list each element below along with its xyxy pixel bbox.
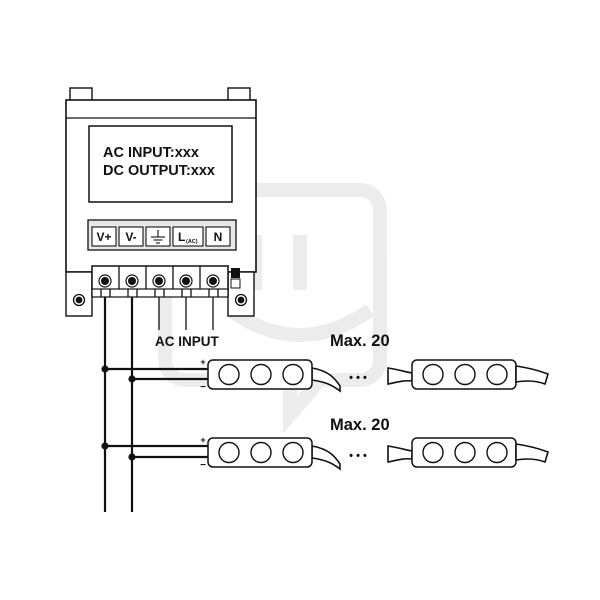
junction-dot [101,442,109,450]
dc-output-spec: DC OUTPUT:xxx [103,163,215,179]
string-1-plus-symbol: + [200,357,205,367]
string-2-plus-symbol: + [200,435,205,445]
string-1-ellipsis: • • • [349,372,367,384]
string-2-max-label: Max. 20 [330,416,390,434]
led-string-1: + − • • • Max. 20 [200,332,549,393]
string-1-max-label: Max. 20 [330,332,390,350]
terminal-screw-ground [152,274,166,288]
junction-dot [101,365,109,373]
ac-input-wires [158,297,214,330]
junction-dot [128,453,136,461]
string-1-minus-symbol: − [200,382,206,393]
terminal-screw-v-plus [98,274,112,288]
dc-output-bus [101,297,210,512]
terminal-screw-neutral [206,274,220,288]
ground-symbol-icon [151,230,165,244]
terminal-v-minus-label: V- [125,230,136,244]
terminal-neutral-label: N [214,230,223,244]
ac-input-caption: AC INPUT [155,334,220,349]
terminal-live-label: L [178,230,185,244]
terminal-v-plus-label: V+ [96,230,111,244]
ac-input-spec: AC INPUT:xxx [103,145,199,161]
string-2-minus-symbol: − [200,460,206,471]
led-string-2: + − • • • Max. 20 [200,416,549,471]
adjust-pot [231,268,240,278]
power-supply: AC INPUT:xxx DC OUTPUT:xxx V+ V- L (AC) … [65,87,257,317]
terminal-live-sub-label: (AC) [186,239,198,245]
string-2-ellipsis: • • • [349,450,367,462]
junction-dot [128,375,136,383]
terminal-screw-live [179,274,193,288]
psu-label-plate [88,125,233,203]
terminal-screw-v-minus [125,274,139,288]
